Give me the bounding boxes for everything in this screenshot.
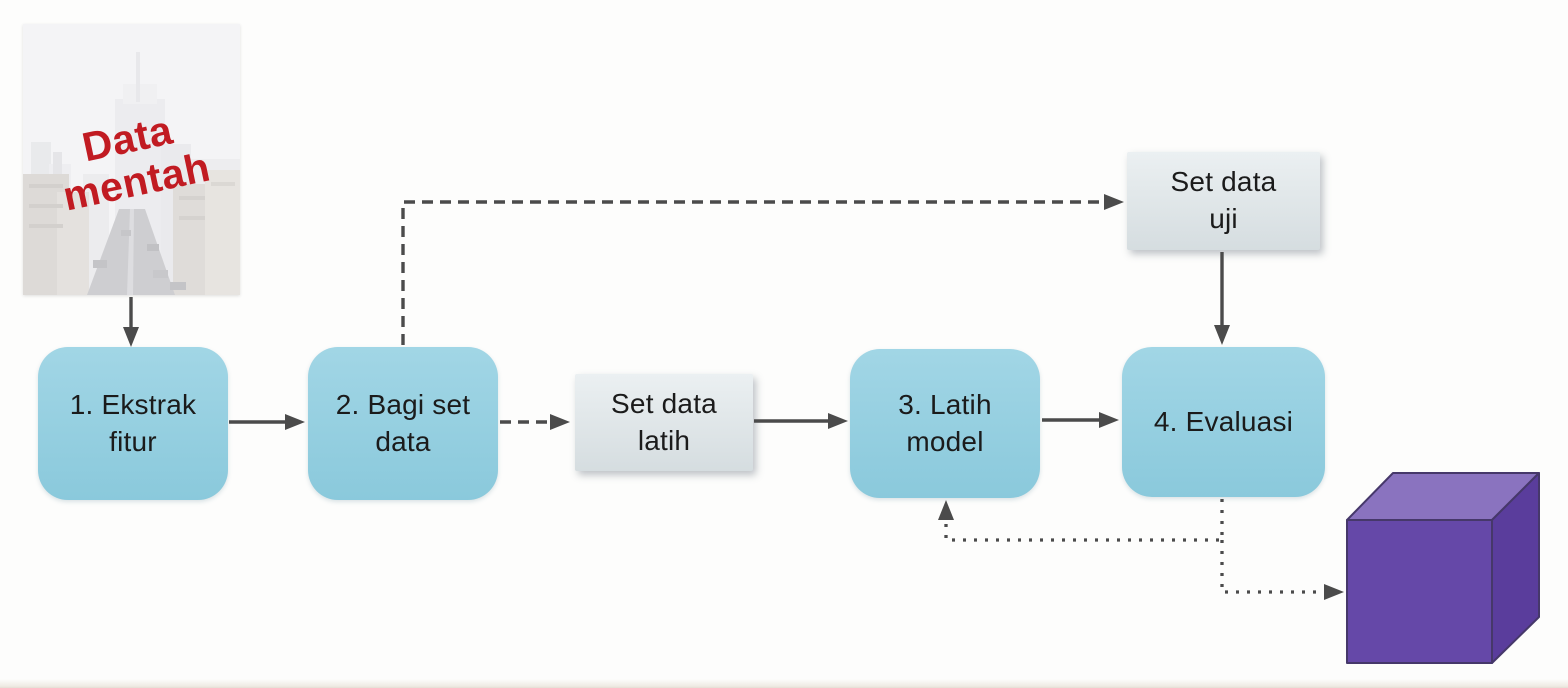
- page-bottom-edge: [0, 679, 1568, 688]
- cube-front-face: [1346, 519, 1493, 664]
- raw-data-image: Data mentah: [23, 24, 240, 295]
- node-latih-model: 3. Latih model: [850, 349, 1040, 498]
- cube-right-face: [1491, 472, 1540, 664]
- node-set-data-uji: Set data uji: [1127, 152, 1320, 250]
- arrow-step4-to-cube-dotted: [1220, 540, 1344, 600]
- city-street-photo: [23, 24, 240, 295]
- arrow-step2-to-testset-dashed: [401, 194, 1124, 345]
- arrow-step4-to-step3-dotted: [938, 499, 1224, 542]
- node-evaluasi: 4. Evaluasi: [1122, 347, 1325, 497]
- node-bagi-set-data: 2. Bagi set data: [308, 347, 498, 500]
- node-ekstrak-fitur: 1. Ekstrak fitur: [38, 347, 228, 500]
- node-set-data-latih: Set data latih: [575, 374, 753, 471]
- cube-top-face: [1346, 472, 1540, 521]
